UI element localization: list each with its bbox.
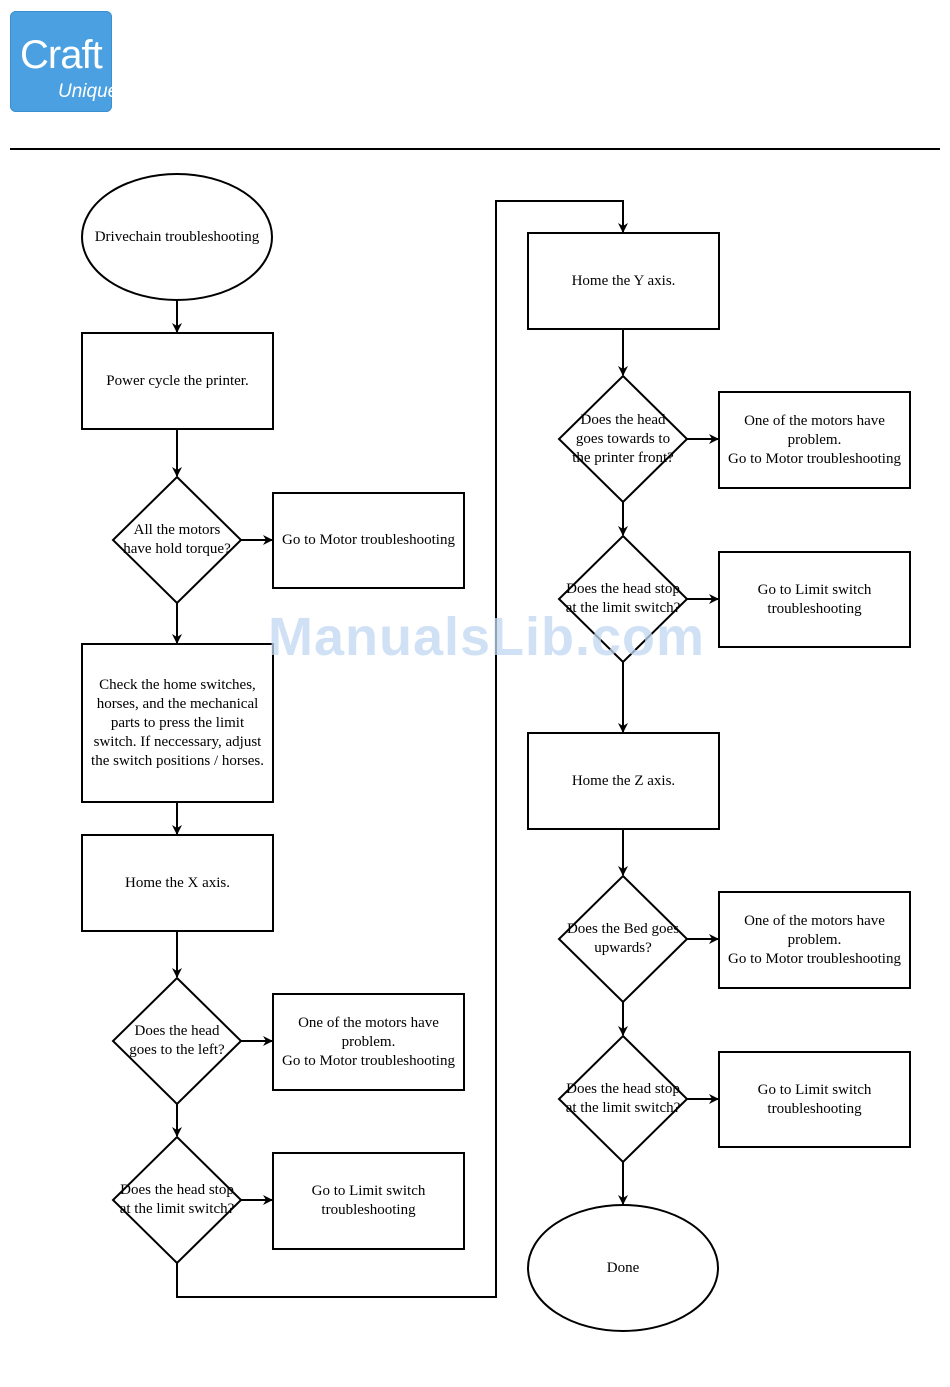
home-x-label: Home the X axis. — [125, 874, 230, 891]
limit-z-label: Does the head stop at the limit switch? — [565, 1081, 681, 1116]
motor-ts-box-1 — [272, 492, 465, 589]
limit-ts-y-box — [718, 551, 911, 648]
done-terminal — [527, 1204, 719, 1332]
motor-problem-z-box — [718, 891, 911, 989]
home-z-box — [527, 732, 720, 830]
motor-problem-x-box — [272, 993, 465, 1091]
home-z-label: Home the Z axis. — [571, 772, 676, 789]
limit-ts-x-label: Go to Limit switch troubleshooting — [311, 1183, 426, 1218]
limit-ts-y-label: Go to Limit switch troubleshooting — [757, 581, 872, 617]
head-left-label: Does the head goes to the left? — [129, 1023, 225, 1058]
header-divider — [10, 148, 940, 150]
limit-ts-z-label: Go to Limit switch troubleshooting — [757, 1081, 872, 1117]
power-cycle-box — [81, 332, 274, 430]
motor-problem-y-label: One of the motors have problem. Go to Mo… — [728, 412, 901, 467]
limit-x-label: Does the head stop at the limit switch? — [119, 1182, 235, 1217]
check-switches-label: Check the home switches, horses, and the… — [91, 676, 264, 769]
power-cycle-label: Power cycle the printer. — [106, 372, 249, 389]
limit-ts-z-box — [718, 1051, 911, 1148]
motor-ts-label-1: Go to Motor troubleshooting — [282, 532, 455, 548]
done-label: Done — [606, 1259, 640, 1276]
motor-problem-y-box — [718, 391, 911, 489]
home-y-box — [527, 232, 720, 330]
limit-y-label: Does the head stop at the limit switch? — [565, 581, 681, 616]
check-switches-box — [81, 643, 274, 803]
craft-unique-logo: Craft Unique — [10, 11, 118, 112]
logo-text-main: Craft — [20, 33, 103, 77]
motor-problem-x-label: One of the motors have problem. Go to Mo… — [282, 1014, 455, 1069]
limit-ts-x-box — [272, 1152, 465, 1250]
watermark-text: ManualsLib.com — [268, 607, 706, 667]
home-x-box — [81, 834, 274, 932]
hold-torque-label: All the motors have hold torque? — [123, 522, 231, 557]
start-label: Drivechain troubleshooting — [94, 228, 260, 245]
bed-up-label: Does the Bed goes upwards? — [566, 921, 680, 956]
head-front-label: Does the head goes towards to the printe… — [572, 411, 674, 466]
home-y-label: Home the Y axis. — [571, 272, 676, 289]
motor-problem-z-label: One of the motors have problem. Go to Mo… — [728, 912, 901, 967]
edge-limitx-homey — [176, 200, 628, 1298]
logo-text-sub: Unique — [58, 81, 119, 102]
